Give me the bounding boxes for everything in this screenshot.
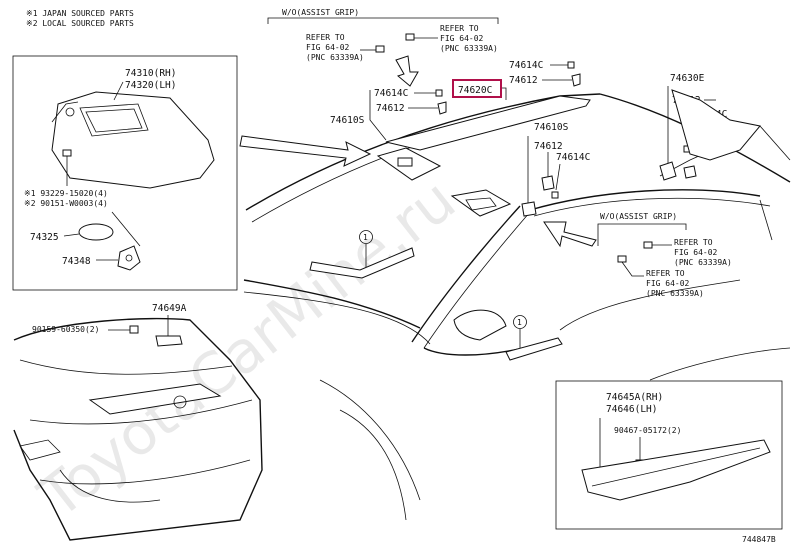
pillar-garnish-drawing <box>671 89 761 161</box>
visor-holder-drawing <box>117 245 141 271</box>
leader-line <box>590 418 601 471</box>
trunk-handle-drawing <box>155 335 183 347</box>
leader-line <box>111 211 141 247</box>
clip-drawing <box>617 255 627 263</box>
part-74630e-label: 74630E <box>670 73 705 84</box>
pillar-garnish-edge <box>591 447 761 487</box>
visor-detail-box <box>12 55 238 291</box>
callout-right-bracket <box>597 223 687 246</box>
refer-b-line2: FIG 64-02 <box>646 279 690 288</box>
leader-line <box>621 261 644 277</box>
visor-clip-cover-drawing <box>78 223 114 241</box>
refer-a-line1: REFER TO <box>674 238 713 247</box>
clip-drawing <box>567 61 575 69</box>
dome-light-drawing <box>376 147 442 181</box>
refer-b-line3: (PNC 63339A) <box>646 289 704 298</box>
legend-japan: ※1 JAPAN SOURCED PARTS <box>26 9 134 18</box>
trim-strip-drawing <box>309 247 415 279</box>
bracket-drawing <box>437 101 447 115</box>
leader-line <box>113 81 124 101</box>
direction-arrow <box>543 221 597 248</box>
screw-japan-label: ※1 93229-15020(4) <box>24 189 108 198</box>
headliner-strip-drawing <box>385 95 591 151</box>
drawing-number: 744847B <box>742 535 776 544</box>
pillar-garnish-drawing <box>581 439 771 501</box>
refer-a-line2: FIG 64-02 <box>674 248 718 257</box>
part-74614c-label: 74614C <box>509 60 543 71</box>
part-74614c-label: 74614C <box>374 88 408 99</box>
legend-local: ※2 LOCAL SOURCED PARTS <box>26 19 134 28</box>
mirror-drawing <box>453 309 507 341</box>
refer-left-line2: FIG 64-02 <box>306 43 350 52</box>
bracket-drawing <box>541 175 555 191</box>
direction-arrow <box>395 55 419 87</box>
clip-drawing <box>435 89 443 97</box>
part-74610s-label: 74610S <box>330 115 365 126</box>
leader-line <box>369 90 387 141</box>
part-74325-label: 74325 <box>30 232 59 243</box>
clip-drawing <box>551 191 559 199</box>
visor-rh-label: 74310(RH) <box>125 68 176 79</box>
marker-circle <box>513 315 527 329</box>
clip-drawing <box>129 325 139 334</box>
part-74649a-label: 74649A <box>152 303 187 314</box>
watermark: ToyotaCarMine.ru <box>26 165 468 531</box>
pillar-detail-box <box>555 380 783 530</box>
callout-right-header: W/O(ASSIST GRIP) <box>600 212 677 221</box>
pillar-rh-label: 74645A(RH) <box>606 392 663 403</box>
screw-local-label: ※2 90151-W0003(4) <box>24 199 108 208</box>
pillar-lh-label: 74646(LH) <box>606 404 657 415</box>
map-lamp-drawing <box>450 189 512 217</box>
trunk-clip-label: 90159-60350(2) <box>32 325 99 334</box>
part-74610s-label: 74610S <box>534 122 569 133</box>
refer-a-line3: (PNC 63339A) <box>674 258 732 267</box>
pillar-outline <box>319 125 791 521</box>
part-74612-label: 74612 <box>534 141 563 152</box>
part-74620c-highlight[interactable] <box>452 79 502 98</box>
refer-right-line2: FIG 64-02 <box>440 34 484 43</box>
refer-left-line1: REFER TO <box>306 33 345 42</box>
direction-arrow <box>239 135 372 167</box>
refer-b-line1: REFER TO <box>646 269 685 278</box>
marker-1-label: 1 <box>363 233 368 242</box>
refer-right-line3: (PNC 63339A) <box>440 44 498 53</box>
part-74620c-label: 74620C <box>458 85 492 96</box>
leader-line <box>502 87 507 100</box>
trunk-lid-drawing <box>13 317 263 541</box>
bracket-drawing <box>521 201 537 217</box>
clip-drawing <box>375 45 385 53</box>
visor-lh-label: 74320(LH) <box>125 80 176 91</box>
clip-drawing <box>643 241 653 249</box>
callout-top-bracket <box>267 17 499 24</box>
pillar-clip-label: 90467-05172(2) <box>614 426 681 435</box>
screw-drawing <box>62 149 72 168</box>
part-74612-label: 74612 <box>509 75 538 86</box>
trim-strip-drawing <box>505 337 563 361</box>
clip-drawing <box>405 33 415 41</box>
marker-1-label: 1 <box>517 318 522 327</box>
refer-left-line3: (PNC 63339A) <box>306 53 364 62</box>
part-74348-label: 74348 <box>62 256 91 267</box>
sun-visor-drawing <box>51 91 215 189</box>
bracket-drawing <box>571 73 581 87</box>
leader-line <box>555 163 561 191</box>
part-74612-label: 74612 <box>376 103 405 114</box>
marker-circle <box>359 230 373 244</box>
callout-top-header: W/O(ASSIST GRIP) <box>282 8 359 17</box>
leader-line <box>63 233 80 237</box>
part-74614c-label: 74614C <box>556 152 590 163</box>
refer-right-line1: REFER TO <box>440 24 479 33</box>
bracket-drawing <box>683 165 697 179</box>
bracket-drawing <box>659 161 677 181</box>
